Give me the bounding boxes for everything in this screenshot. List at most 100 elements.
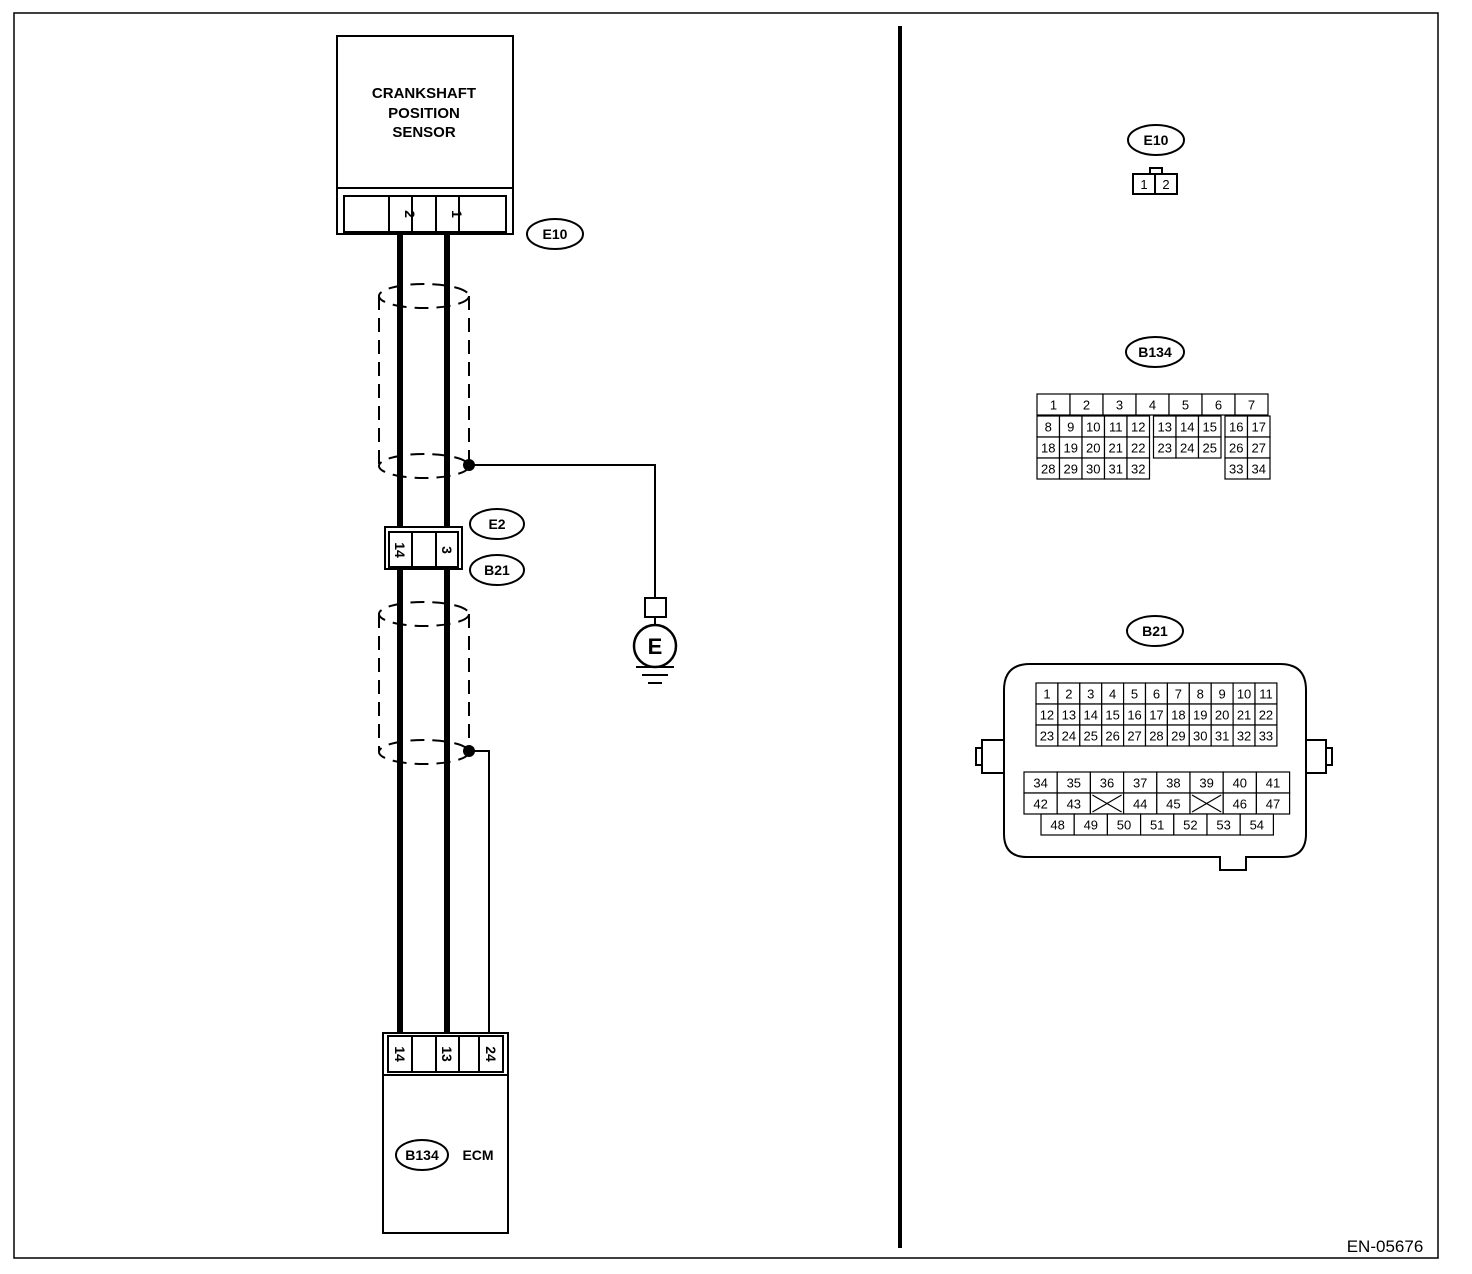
b21-pin-40: 40 — [1233, 776, 1247, 791]
b21-pin-12: 12 — [1040, 708, 1054, 723]
e10-view-pin-2: 2 — [1162, 177, 1169, 192]
b21-pin-48: 48 — [1050, 818, 1064, 833]
b134-pin-32-cell — [1126, 457, 1151, 480]
b21-pin-22: 22 — [1259, 708, 1273, 723]
b21-pin-6: 6 — [1153, 687, 1160, 702]
crankshaft-position-sensor: CRANKSHAFT POSITION SENSOR — [336, 35, 514, 189]
b21-pin-18: 18 — [1171, 708, 1185, 723]
b21-pin-25: 25 — [1084, 729, 1098, 744]
b21-pin-47: 47 — [1266, 797, 1280, 812]
sensor-title-line-1: CRANKSHAFT — [372, 85, 476, 102]
b134-pin-9: 9 — [1067, 420, 1074, 435]
e10-connector: 2 1 E10 — [336, 187, 584, 250]
b134-pin-22: 22 — [1131, 441, 1145, 456]
e2-tag: E2 — [488, 516, 505, 532]
b21-pin-10: 10 — [1237, 687, 1251, 702]
b134-pin-5: 5 — [1182, 398, 1189, 413]
b134-pin-21: 21 — [1109, 441, 1123, 456]
b134-pin-3: 3 — [1116, 398, 1123, 413]
b134-pin-28: 28 — [1041, 462, 1055, 477]
b134-view-tag: B134 — [1138, 344, 1172, 360]
b21-pin-11: 11 — [1259, 687, 1273, 702]
b21-pin-9: 9 — [1219, 687, 1226, 702]
b21-blank-position-blank-cross — [1191, 794, 1222, 813]
b21-pin-16: 16 — [1127, 708, 1141, 723]
e10-connector-view: E10 1 2 — [1127, 124, 1185, 195]
sensor-title-line-3: SENSOR — [392, 124, 456, 141]
b134-pin-6: 6 — [1215, 398, 1222, 413]
b134-pin-34: 34 — [1252, 462, 1266, 477]
sensor-title-line-2: POSITION — [388, 105, 460, 122]
b21-pin-39: 39 — [1199, 776, 1213, 791]
b21-pin-27: 27 — [1127, 729, 1141, 744]
b134-pin-7: 7 — [1248, 398, 1255, 413]
b21-pin-24: 24 — [1062, 729, 1076, 744]
b134-pin-11: 11 — [1109, 420, 1123, 435]
b21-pin-44: 44 — [1133, 797, 1147, 812]
b134-pin-19: 19 — [1064, 441, 1078, 456]
b21-pin-54: 54 — [1250, 818, 1264, 833]
b134-pin-30: 30 — [1086, 462, 1100, 477]
b21-pin-21: 21 — [1237, 708, 1251, 723]
b134-pin-26: 26 — [1229, 441, 1243, 456]
b21-pin-42: 42 — [1033, 797, 1047, 812]
b134-pin-2: 2 — [1083, 398, 1090, 413]
b21-pin-54-cell — [1239, 813, 1274, 836]
e10-view-pin-1: 1 — [1140, 177, 1147, 192]
b134-pin-33: 33 — [1229, 462, 1243, 477]
b134-pin-25-cell — [1197, 436, 1222, 459]
b21-pin-33-cell — [1254, 724, 1278, 747]
b21-pin-43: 43 — [1067, 797, 1081, 812]
b21-pin-23: 23 — [1040, 729, 1054, 744]
b134-pin-18: 18 — [1041, 441, 1055, 456]
b21-pin-51: 51 — [1150, 818, 1164, 833]
b21-view-tag: B21 — [1142, 623, 1168, 639]
ground-terminal: E — [632, 597, 678, 684]
b21-pin-36: 36 — [1100, 776, 1114, 791]
ecm-connector-tag: B134 — [405, 1147, 439, 1163]
b21-pin-30: 30 — [1193, 729, 1207, 744]
b21-right-latch — [1306, 739, 1333, 774]
b134-pin-4: 4 — [1149, 398, 1156, 413]
b134-pin-29: 29 — [1064, 462, 1078, 477]
b21-pin-20: 20 — [1215, 708, 1229, 723]
lower-shield — [378, 601, 490, 1035]
b21-pin-32: 32 — [1237, 729, 1251, 744]
b21-pin-19: 19 — [1193, 708, 1207, 723]
b134-pin-16: 16 — [1229, 420, 1243, 435]
b21-pin-2: 2 — [1065, 687, 1072, 702]
b21-pin-49: 49 — [1084, 818, 1098, 833]
b134-pin-1: 1 — [1050, 398, 1057, 413]
b134-pin-32: 32 — [1131, 462, 1145, 477]
b21-pin-17: 17 — [1149, 708, 1163, 723]
b134-pin-13: 13 — [1158, 420, 1172, 435]
b21-pin-26: 26 — [1105, 729, 1119, 744]
b134-pin-31: 31 — [1109, 462, 1123, 477]
b21-pin-3: 3 — [1087, 687, 1094, 702]
b21-pin-31: 31 — [1215, 729, 1229, 744]
b134-pin-10: 10 — [1086, 420, 1100, 435]
b21-pin-46: 46 — [1233, 797, 1247, 812]
b21-pin-28: 28 — [1149, 729, 1163, 744]
b21-pin-38: 38 — [1166, 776, 1180, 791]
b134-pin-20: 20 — [1086, 441, 1100, 456]
b21-pin-29: 29 — [1171, 729, 1185, 744]
joint-pin-3: 3 — [439, 546, 455, 554]
b21-pin-15: 15 — [1105, 708, 1119, 723]
b21-tag: B21 — [484, 562, 510, 578]
b21-pin-14: 14 — [1084, 708, 1098, 723]
b134-pin-25: 25 — [1203, 441, 1217, 456]
b21-pin-41: 41 — [1266, 776, 1280, 791]
b134-pin-12: 12 — [1131, 420, 1145, 435]
ground-label: E — [648, 634, 663, 659]
signal-wires — [397, 234, 450, 1035]
ecm-pin-24: 24 — [483, 1046, 499, 1062]
b21-pin-53: 53 — [1216, 818, 1230, 833]
b21-pin-5: 5 — [1131, 687, 1138, 702]
b134-pin-14: 14 — [1180, 420, 1194, 435]
b134-pin-8: 8 — [1045, 420, 1052, 435]
e10-pin-1: 1 — [449, 210, 465, 218]
